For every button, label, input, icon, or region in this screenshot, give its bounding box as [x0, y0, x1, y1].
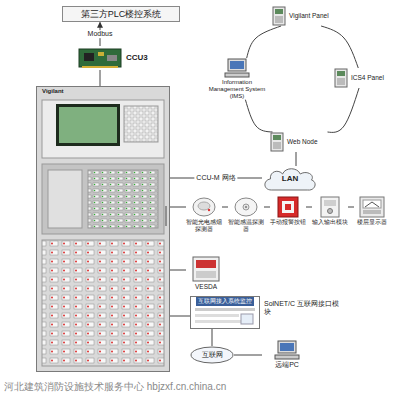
node-text: CCU3: [126, 53, 148, 62]
node-text: VESDA: [195, 283, 217, 290]
connector-line: [245, 100, 272, 132]
lan-cloud: LAN: [262, 166, 318, 192]
interface-card: CCU3: [78, 46, 162, 70]
node-text: 远端PC: [275, 361, 299, 369]
node-text: 智能光电感烟探测器: [186, 219, 222, 233]
fire-alarm-cabinet: Vigilant: [36, 86, 170, 372]
remote-pc: 远端PC: [262, 340, 312, 369]
display-icon: [359, 196, 385, 218]
connector-line: [170, 207, 186, 208]
system-box: 第三方PLC楼控系统: [62, 6, 180, 22]
connector-line: [348, 207, 354, 208]
module-icon: [320, 196, 340, 218]
node-text: LAN: [282, 174, 298, 183]
heat-detector-icon: [234, 196, 258, 218]
panel-icon: [272, 6, 286, 26]
node-text: 互联网接入系统监控: [196, 297, 254, 306]
network-panel: ICS4 Panel: [334, 68, 392, 88]
smoke-detector: 智能光电感烟探测器: [186, 196, 222, 233]
connector-line: [222, 207, 228, 208]
node-text: 手动报警按钮: [270, 219, 306, 226]
edge-label: Modbus: [86, 30, 115, 38]
node-text: 互联网: [202, 351, 223, 359]
connector-line: [212, 329, 213, 346]
computer-icon: [224, 58, 250, 78]
watermark: 河北建筑消防设施技术服务中心 hbjzxf.cn.china.cn: [4, 381, 226, 393]
smoke-detector-icon: [192, 196, 216, 218]
node-text: Information Management System (IMS): [204, 79, 270, 100]
node-text: 智能感温探测器: [228, 219, 264, 233]
web-screenshot: 互联网接入系统监控: [190, 296, 260, 329]
internet-ellipse: 互联网: [190, 346, 234, 364]
connector-line: [170, 316, 190, 317]
connector-line: [328, 88, 360, 132]
module-note: SolNET/C 互联网接口模块: [264, 300, 344, 316]
connector-line: [321, 26, 358, 68]
edge-label: CCU-M 网络: [194, 174, 237, 182]
node-text: 楼层显示器: [357, 219, 387, 226]
connector-line: [296, 152, 297, 166]
vesda-icon: [192, 256, 220, 282]
panel-icon: [270, 132, 284, 152]
connector-line: [170, 270, 186, 271]
cabinet-drawing: [36, 86, 170, 372]
node-text: 第三方PLC楼控系统: [66, 9, 176, 19]
node-text: Vigilant Panel: [289, 12, 329, 19]
connector-line: [234, 355, 262, 356]
floor-display: 楼层显示器: [354, 196, 390, 226]
vesda-module: VESDA: [186, 256, 226, 290]
call-point-icon: [277, 196, 299, 218]
panel-icon: [334, 68, 348, 88]
io-module: 输入输出模块: [312, 196, 348, 226]
management-station: Information Management System (IMS): [204, 58, 270, 100]
connector-line: [306, 207, 312, 208]
web-page-lines: [193, 306, 257, 328]
node-text: Web Node: [287, 138, 318, 145]
circuit-board: [78, 46, 122, 70]
network-node: Web Node: [270, 132, 330, 152]
node-text: ICS4 Panel: [351, 74, 384, 81]
manual-call-point: 手动报警按钮: [270, 196, 306, 226]
node-text: 输入输出模块: [312, 219, 348, 226]
computer-icon: [274, 340, 300, 360]
heat-detector: 智能感温探测器: [228, 196, 264, 233]
network-panel: Vigilant Panel: [272, 6, 332, 26]
connector-line: [247, 26, 281, 58]
node-text: Vigilant: [42, 88, 164, 95]
connector-line: [100, 70, 101, 86]
connector-line: [264, 207, 270, 208]
